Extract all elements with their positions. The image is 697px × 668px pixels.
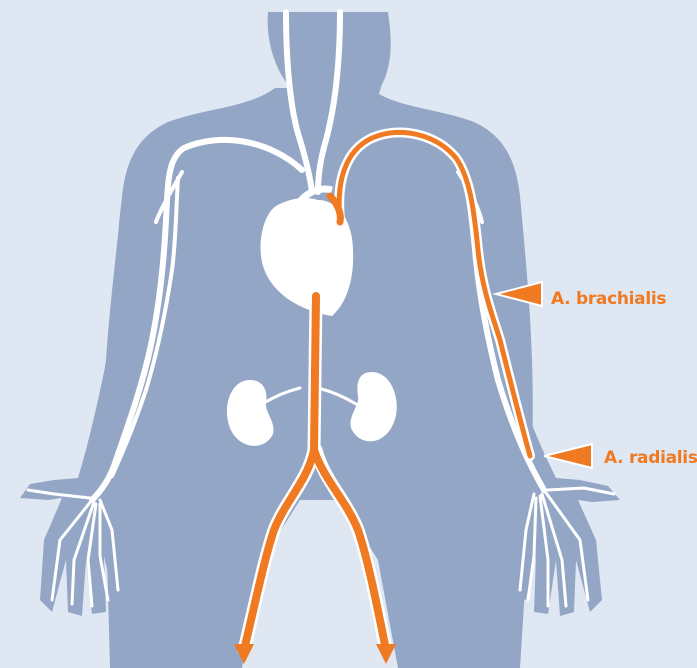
label-brachialis: A. brachialis — [551, 289, 666, 309]
radialis-pointer-icon — [544, 444, 592, 468]
arrow-down-icon — [376, 644, 396, 664]
aorta-descending — [314, 296, 316, 450]
label-radialis: A. radialis — [604, 448, 697, 468]
